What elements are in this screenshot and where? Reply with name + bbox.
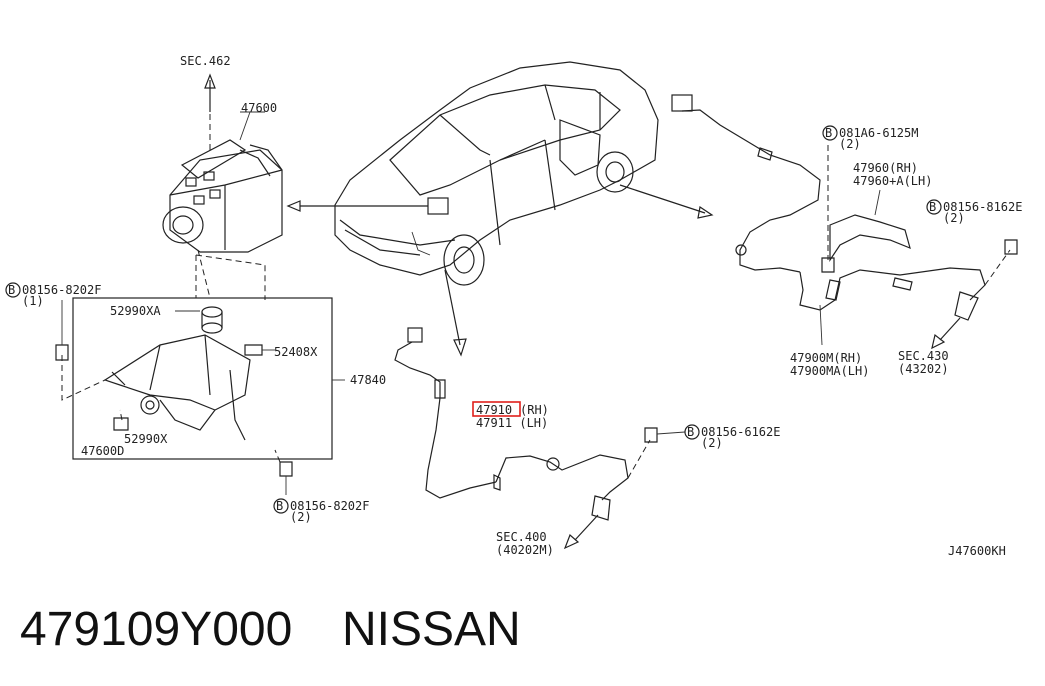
label-081a6-6125m[interactable]: 081A6-6125M xyxy=(839,126,918,140)
highlight-box-47910 xyxy=(472,401,521,417)
label-sec400[interactable]: SEC.400 xyxy=(496,530,547,544)
bolt-symbols: B B B B B xyxy=(5,125,942,514)
label-qty-1: (1) xyxy=(22,294,44,308)
label-47910[interactable]: 47910 xyxy=(476,403,512,417)
label-qty-2-bottom: (2) xyxy=(290,510,312,524)
label-47900ma[interactable]: 47900MA(LH) xyxy=(790,364,869,378)
bolt-symbol-4: B xyxy=(825,126,832,140)
diagram-reference-code: J47600KH xyxy=(948,544,1006,558)
car-drawing xyxy=(286,61,714,357)
abs-bracket-drawing xyxy=(55,249,345,495)
label-sec430[interactable]: SEC.430 xyxy=(898,349,949,363)
label-sec400-sub: (40202M) xyxy=(496,543,554,557)
abs-actuator-drawing xyxy=(162,73,283,253)
label-sec430-sub: (43202) xyxy=(898,362,949,376)
caption-part-number: 479109Y000 xyxy=(20,603,292,656)
label-52408x[interactable]: 52408X xyxy=(274,345,318,359)
rear-wheel-sensor-drawing xyxy=(671,94,1018,350)
label-08156-8162e[interactable]: 08156-8162E xyxy=(943,200,1022,214)
label-47600[interactable]: 47600 xyxy=(241,101,277,115)
label-52990x[interactable]: 52990X xyxy=(124,432,168,446)
label-47960-lh[interactable]: 47960+A(LH) xyxy=(853,174,932,188)
bolt-symbol-2: B xyxy=(276,499,283,513)
bolt-symbol-5: B xyxy=(929,200,936,214)
part-labels: SEC.462 47600 08156-8202F (1) 52990XA 52… xyxy=(22,54,1022,558)
label-qty-2-b: (2) xyxy=(943,211,965,225)
label-08156-8202f-top[interactable]: 08156-8202F xyxy=(22,283,101,297)
bolt-symbol-3: B xyxy=(687,425,694,439)
label-qty-2-a: (2) xyxy=(839,137,861,151)
label-52990xa[interactable]: 52990XA xyxy=(110,304,161,318)
label-47900m[interactable]: 47900M(RH) xyxy=(790,351,862,365)
front-wheel-sensor-drawing xyxy=(394,327,686,550)
bolt-symbol-1: B xyxy=(8,283,15,297)
label-47911[interactable]: 47911 (LH) xyxy=(476,416,548,430)
caption-brand: NISSAN xyxy=(342,603,521,656)
label-08156-6162e-mid[interactable]: 08156-6162E xyxy=(701,425,780,439)
label-47910-rh: (RH) xyxy=(520,403,549,417)
label-08156-8202f-bottom[interactable]: 08156-8202F xyxy=(290,499,369,513)
label-47960-rh[interactable]: 47960(RH) xyxy=(853,161,918,175)
label-47600d[interactable]: 47600D xyxy=(81,444,124,458)
label-sec462[interactable]: SEC.462 xyxy=(180,54,231,68)
label-qty-2-mid: (2) xyxy=(701,436,723,450)
label-47840[interactable]: 47840 xyxy=(350,373,386,387)
